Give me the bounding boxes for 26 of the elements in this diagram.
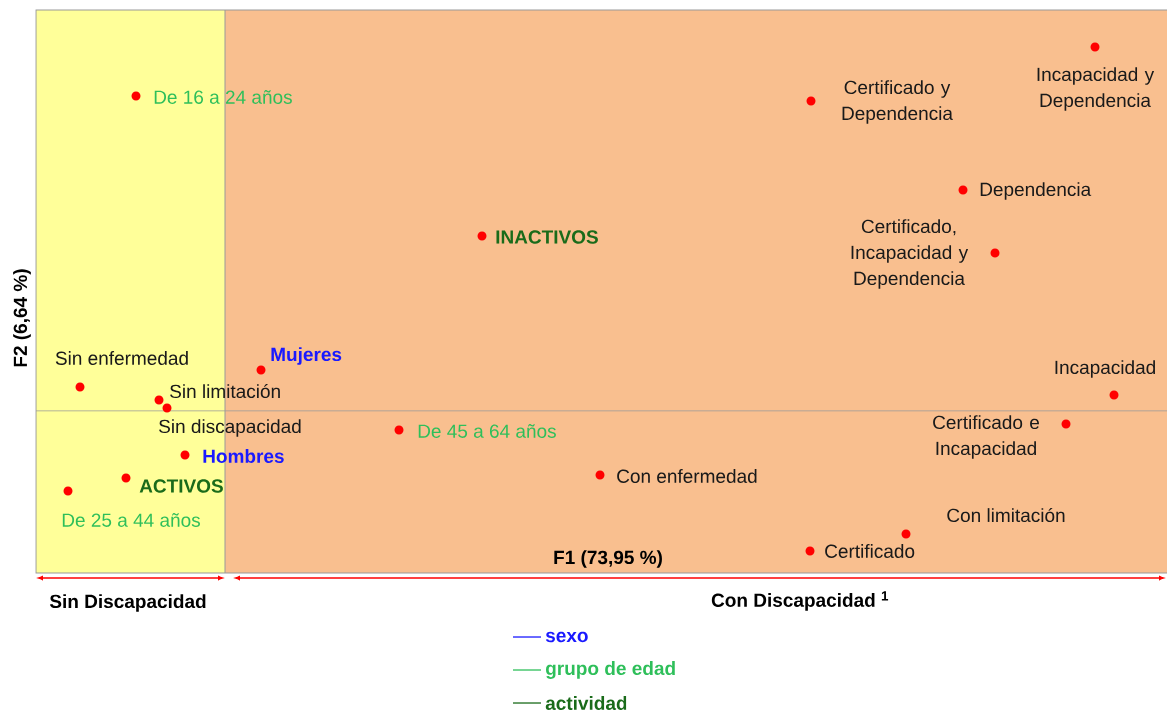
axis-label: F1 (73,95 %) [554, 550, 662, 568]
axis-label: F2 (6,64 %) [13, 269, 31, 367]
point-label: Certificado e Incapacidad [933, 415, 1039, 459]
legend-label: actividad [545, 696, 627, 710]
point-label: Con enfermedad [617, 469, 757, 483]
point-label: De 25 a 44 años [62, 513, 200, 527]
range-label: Sin Discapacidad [49, 594, 206, 612]
point-label: Certificado [825, 544, 915, 558]
point-label: Dependencia [980, 182, 1092, 200]
point-label: ACTIVOS [139, 479, 223, 493]
range-label: Con Discapacidad $^{1}$ [711, 591, 889, 611]
point-label: Incapacidad y Dependencia [1037, 67, 1155, 111]
point-label: Certificado, Incapacidad y Dependencia [851, 219, 969, 289]
point-label: De 16 a 24 años [154, 90, 292, 104]
point-label: INACTIVOS [496, 230, 598, 244]
point-label: Sin discapacidad [159, 419, 301, 437]
point-label: De 45 a 64 años [418, 424, 556, 438]
legend-label: grupo de edad [546, 661, 675, 679]
point-label: Con limitación [947, 507, 1065, 523]
point-label: Hombres [203, 449, 284, 463]
point-label: Incapacidad [1055, 360, 1155, 378]
point-label: Sin enfermedad [55, 351, 188, 365]
point-label: Sin limitación [170, 383, 280, 399]
point-label: Mujeres [271, 347, 342, 365]
legend-label: sexo [545, 631, 588, 643]
point-label: Certificado y Dependencia [842, 80, 953, 124]
